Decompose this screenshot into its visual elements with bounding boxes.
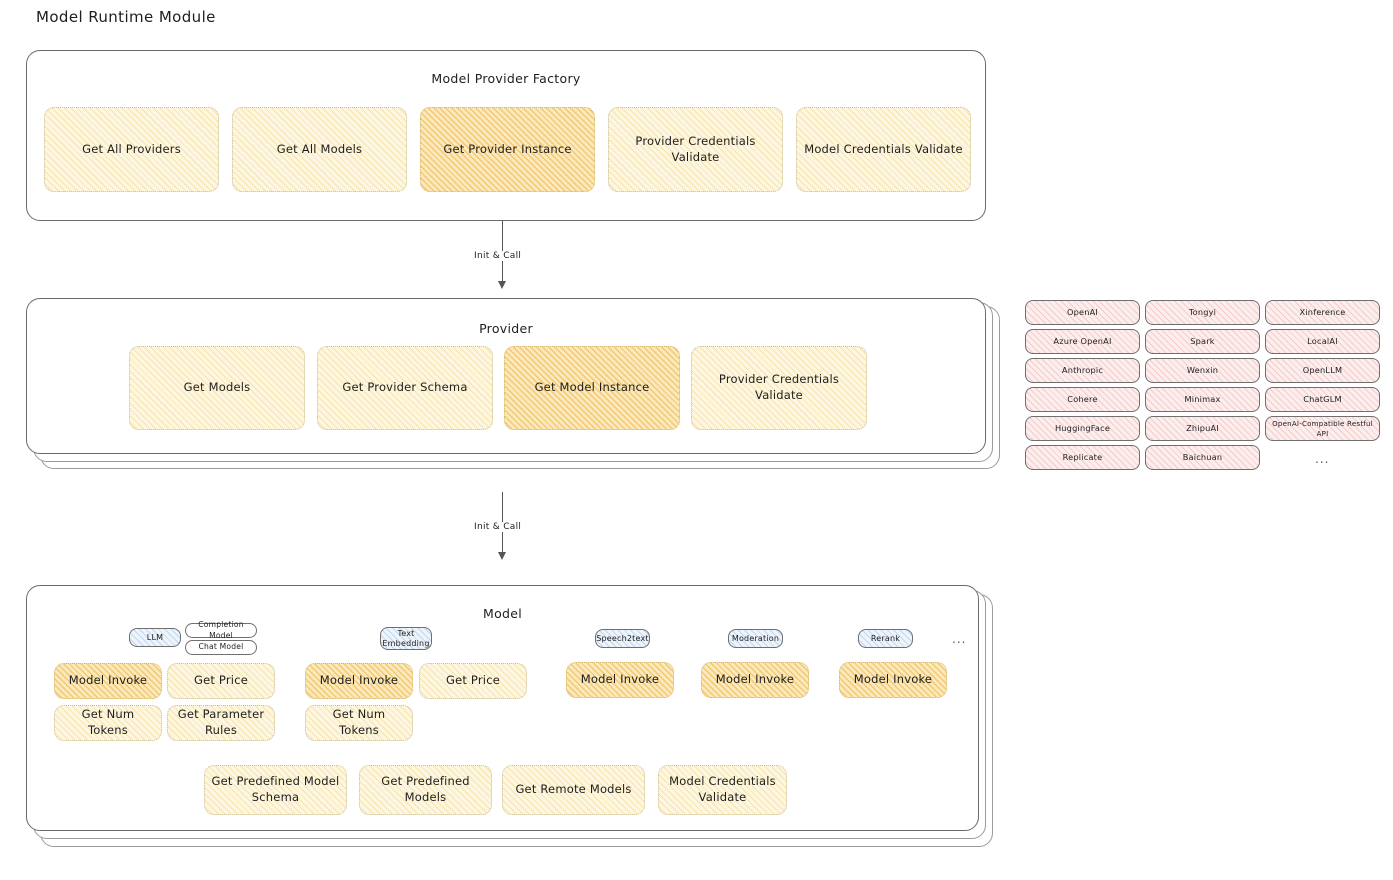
provider-chip-openai-compatible-restful-api[interactable]: OpenAI-Compatible Restful API [1265, 416, 1380, 441]
rerank-method-model-invoke[interactable]: Model Invoke [839, 662, 947, 698]
model-subtype-chip-chat-model[interactable]: Chat Model [185, 640, 257, 655]
provider-chip-anthropic[interactable]: Anthropic [1025, 358, 1140, 383]
text-embedding-method-get-num-tokens[interactable]: Get Num Tokens [305, 705, 413, 741]
speech2text-method-model-invoke[interactable]: Model Invoke [566, 662, 674, 698]
provider-box-get-models[interactable]: Get Models [129, 346, 305, 430]
factory-box-model-credentials-validate[interactable]: Model Credentials Validate [796, 107, 971, 192]
text-embedding-method-get-price[interactable]: Get Price [419, 663, 527, 699]
model-shared-get-predefined-models[interactable]: Get Predefined Models [359, 765, 492, 815]
llm-method-get-price[interactable]: Get Price [167, 663, 275, 699]
llm-method-model-invoke[interactable]: Model Invoke [54, 663, 162, 699]
provider-chip-baichuan[interactable]: Baichuan [1145, 445, 1260, 470]
model-type-chip-llm[interactable]: LLM [129, 628, 181, 647]
arrow-factory-to-provider-head [498, 281, 506, 289]
arrow-label-init-and-call-1: Init & Call [471, 251, 525, 261]
factory-box-get-all-providers[interactable]: Get All Providers [44, 107, 219, 192]
provider-chip-tongyi[interactable]: Tongyi [1145, 300, 1260, 325]
arrow-label-init-and-call-2: Init & Call [471, 522, 525, 532]
provider-chip-chatglm[interactable]: ChatGLM [1265, 387, 1380, 412]
llm-method-get-parameter-rules[interactable]: Get Parameter Rules [167, 705, 275, 741]
text-embedding-method-model-invoke[interactable]: Model Invoke [305, 663, 413, 699]
factory-box-get-all-models[interactable]: Get All Models [232, 107, 407, 192]
model-subtype-chip-completion-model[interactable]: Completion Model [185, 620, 257, 640]
provider-chip-xinference[interactable]: Xinference [1265, 300, 1380, 325]
model-type-chip-text-embedding[interactable]: Text Embedding [380, 627, 432, 650]
provider-chip-minimax[interactable]: Minimax [1145, 387, 1260, 412]
provider-chip-openllm[interactable]: OpenLLM [1265, 358, 1380, 383]
model-types-more: ... [952, 632, 967, 646]
model-type-chip-moderation[interactable]: Moderation [728, 629, 783, 648]
model-shared-get-remote-models[interactable]: Get Remote Models [502, 765, 645, 815]
provider-chip-azure-openai[interactable]: Azure OpenAI [1025, 329, 1140, 354]
provider-chip-openai[interactable]: OpenAI [1025, 300, 1140, 325]
provider-chip-cohere[interactable]: Cohere [1025, 387, 1140, 412]
panel-title-model: Model [482, 606, 523, 621]
provider-chip-localai[interactable]: LocalAI [1265, 329, 1380, 354]
factory-box-provider-credentials-validate[interactable]: Provider Credentials Validate [608, 107, 783, 192]
panel-title-provider: Provider [479, 321, 533, 336]
model-type-chip-speech2text[interactable]: Speech2text [595, 629, 650, 648]
provider-chip-zhipuai[interactable]: ZhipuAI [1145, 416, 1260, 441]
factory-box-get-provider-instance[interactable]: Get Provider Instance [420, 107, 595, 192]
provider-chip-spark[interactable]: Spark [1145, 329, 1260, 354]
llm-method-get-num-tokens[interactable]: Get Num Tokens [54, 705, 162, 741]
provider-chip-wenxin[interactable]: Wenxin [1145, 358, 1260, 383]
arrow-provider-to-model-head [498, 552, 506, 560]
model-shared-model-credentials-validate[interactable]: Model Credentials Validate [658, 765, 787, 815]
provider-box-get-provider-schema[interactable]: Get Provider Schema [317, 346, 493, 430]
model-type-chip-rerank[interactable]: Rerank [858, 629, 913, 648]
provider-chip-replicate[interactable]: Replicate [1025, 445, 1140, 470]
moderation-method-model-invoke[interactable]: Model Invoke [701, 662, 809, 698]
provider-chip-huggingface[interactable]: HuggingFace [1025, 416, 1140, 441]
provider-box-get-model-instance[interactable]: Get Model Instance [504, 346, 680, 430]
model-shared-get-predefined-model-schema[interactable]: Get Predefined Model Schema [204, 765, 347, 815]
panel-title-factory: Model Provider Factory [431, 71, 581, 86]
provider-chip-list-more: ... [1315, 452, 1330, 466]
page-title: Model Runtime Module [36, 8, 216, 26]
provider-box-provider-credentials-validate[interactable]: Provider Credentials Validate [691, 346, 867, 430]
